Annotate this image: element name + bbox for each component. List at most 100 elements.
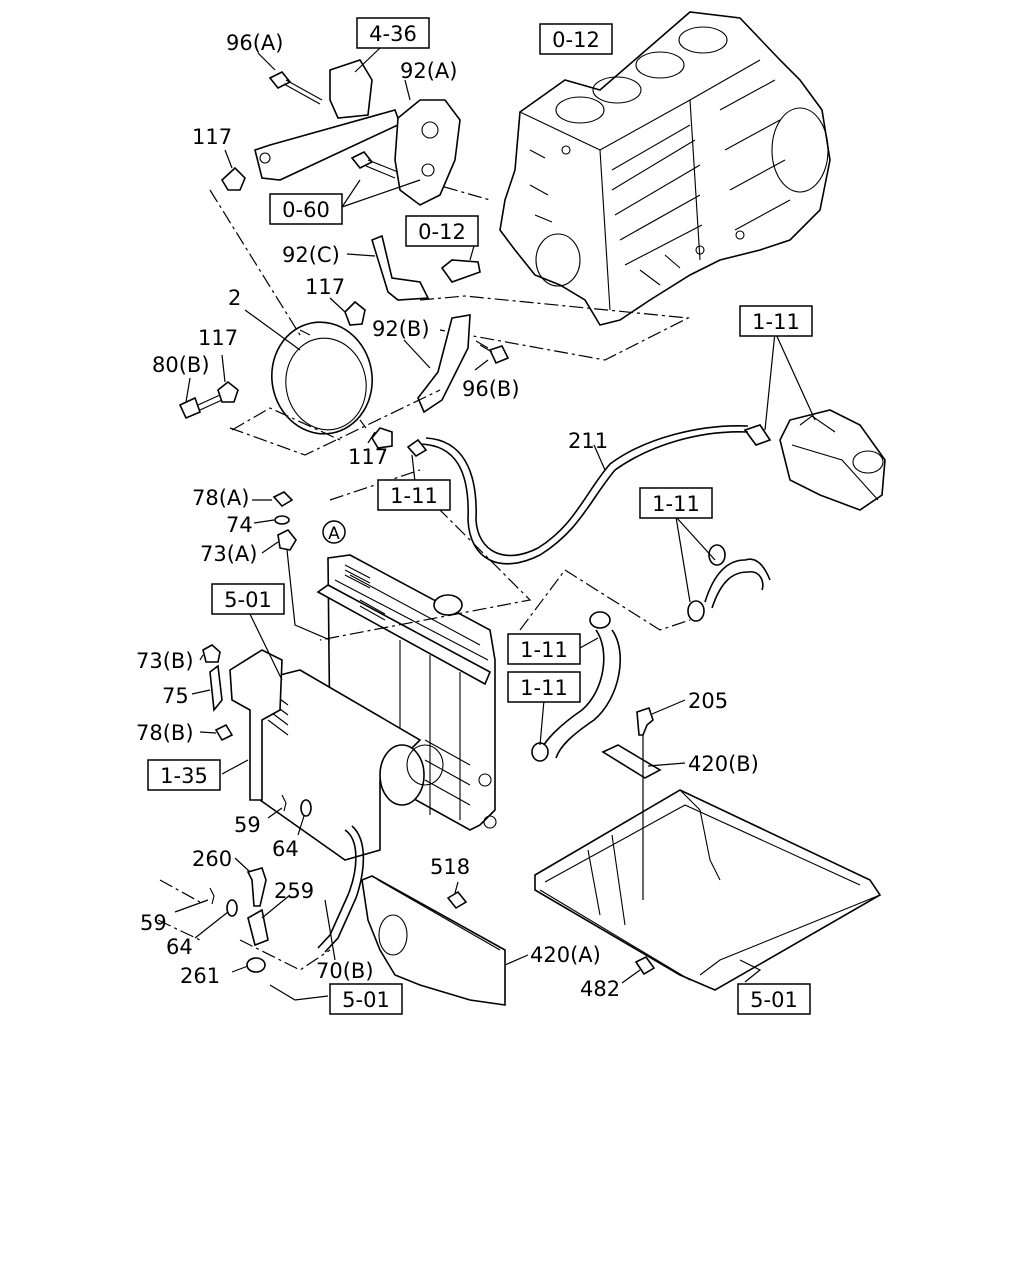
cushion-73a	[277, 528, 297, 551]
label-205: 205	[688, 689, 728, 713]
label-261: 261	[180, 964, 220, 988]
side-baffle-1-35	[229, 649, 283, 801]
ref-box-1-11-clip: 1-11	[377, 479, 451, 511]
washer-64-low	[226, 899, 238, 917]
cushion-73b	[202, 644, 221, 663]
label-482: 482	[580, 977, 620, 1001]
leader-lines	[174, 47, 816, 1001]
nut-518	[446, 890, 468, 910]
marker-a: A	[322, 520, 346, 544]
nut-78b	[214, 723, 234, 742]
label-117-left: 117	[198, 326, 238, 350]
label-64-low: 64	[166, 935, 193, 959]
label-75: 75	[162, 684, 189, 708]
label-117-low: 117	[348, 445, 388, 469]
reserve-tank	[743, 409, 886, 511]
svg-text:0-60: 0-60	[282, 198, 330, 222]
label-70b: 70(B)	[316, 959, 374, 983]
stud-0-12	[440, 259, 481, 283]
ref-box-1-11-lower-hose: 1-11	[507, 633, 581, 665]
engine-block	[499, 11, 831, 326]
label-59-up: 59	[234, 813, 261, 837]
ref-box-5-01-frame: 5-01	[737, 983, 811, 1015]
label-211: 211	[568, 429, 608, 453]
label-260: 260	[192, 847, 232, 871]
label-259: 259	[274, 879, 314, 903]
bracket-92b	[417, 314, 471, 414]
bolt-96a	[268, 70, 323, 105]
bolt-0-60	[350, 150, 399, 179]
label-92a: 92(A)	[400, 59, 457, 83]
ref-box-1-11-upper-hose: 1-11	[639, 487, 713, 519]
label-420b: 420(B)	[688, 752, 759, 776]
ref-box-4-36: 4-36	[356, 17, 430, 49]
overflow-hose-211	[419, 431, 749, 565]
drain-cock-75	[209, 664, 223, 713]
ref-box-1-11-hose-end: 1-11	[507, 671, 581, 703]
cover-plate-420a	[361, 875, 506, 1006]
svg-text:5-01: 5-01	[342, 988, 390, 1012]
cushion-117-mid	[344, 300, 366, 326]
label-96b: 96(B)	[462, 377, 520, 401]
hose-clip-1-11	[406, 438, 428, 458]
bracket-92c	[371, 234, 430, 301]
label-420a: 420(A)	[530, 943, 601, 967]
mount-pin-leader	[286, 549, 331, 641]
svg-text:1-11: 1-11	[520, 638, 568, 662]
cushion-117-low	[371, 427, 393, 449]
label-73b: 73(B)	[136, 649, 194, 673]
radiator-assembly-line	[319, 469, 691, 641]
engine-assembly-line	[419, 295, 691, 361]
svg-text:1-35: 1-35	[160, 764, 208, 788]
upper-mount-bracket	[254, 59, 461, 206]
label-80b: 80(B)	[152, 353, 210, 377]
label-78a: 78(A)	[192, 486, 249, 510]
bolt-205	[636, 706, 654, 736]
fan-shroud-ring	[271, 321, 373, 435]
clip-59-up	[281, 794, 287, 812]
ref-box-1-35: 1-35	[147, 759, 221, 791]
cushion-117-left	[217, 380, 239, 403]
washer-74	[274, 515, 290, 525]
cushion-117-top	[220, 166, 246, 191]
label-78b: 78(B)	[136, 721, 194, 745]
mount-group-line	[209, 189, 441, 456]
nut-78a	[272, 491, 294, 508]
label-73a: 73(A)	[200, 542, 257, 566]
label-117-top: 117	[192, 125, 232, 149]
label-92c: 92(C)	[282, 243, 340, 267]
bolt-96b	[475, 340, 510, 365]
svg-text:1-11: 1-11	[752, 310, 800, 334]
label-92b: 92(B)	[372, 317, 430, 341]
washer-64-up	[300, 799, 312, 817]
svg-text:5-01: 5-01	[224, 588, 272, 612]
label-59-low: 59	[140, 911, 167, 935]
label-518: 518	[430, 855, 470, 879]
part-labels: 96(A) 92(A) 117 92(C) 117 2 117 92(B) 80…	[136, 31, 759, 1001]
svg-text:0-12: 0-12	[552, 28, 600, 52]
svg-text:1-11: 1-11	[520, 676, 568, 700]
drain-hose-70b-inner	[324, 825, 365, 953]
drain-hose-70b	[317, 829, 357, 949]
svg-text:A: A	[328, 524, 340, 544]
label-64-up: 64	[272, 837, 299, 861]
clip-59-low	[209, 887, 215, 905]
ref-box-5-01-shroud: 5-01	[211, 583, 285, 615]
nut-261	[246, 957, 266, 973]
label-96a: 96(A)	[226, 31, 283, 55]
upper-radiator-hose	[687, 544, 771, 622]
ref-box-5-01-bottom: 5-01	[329, 983, 403, 1015]
ref-box-0-60: 0-60	[269, 193, 343, 225]
ref-box-0-12-top: 0-12	[539, 23, 613, 55]
overflow-hose-211-inner	[425, 425, 749, 557]
label-2: 2	[228, 286, 241, 310]
nut-482	[634, 955, 656, 976]
svg-text:0-12: 0-12	[418, 220, 466, 244]
ref-box-1-11-tank: 1-11	[739, 305, 813, 337]
svg-text:1-11: 1-11	[652, 492, 700, 516]
label-74: 74	[226, 513, 253, 537]
fan-shroud	[259, 669, 444, 861]
bracket-259	[247, 908, 269, 947]
label-117-mid: 117	[305, 275, 345, 299]
